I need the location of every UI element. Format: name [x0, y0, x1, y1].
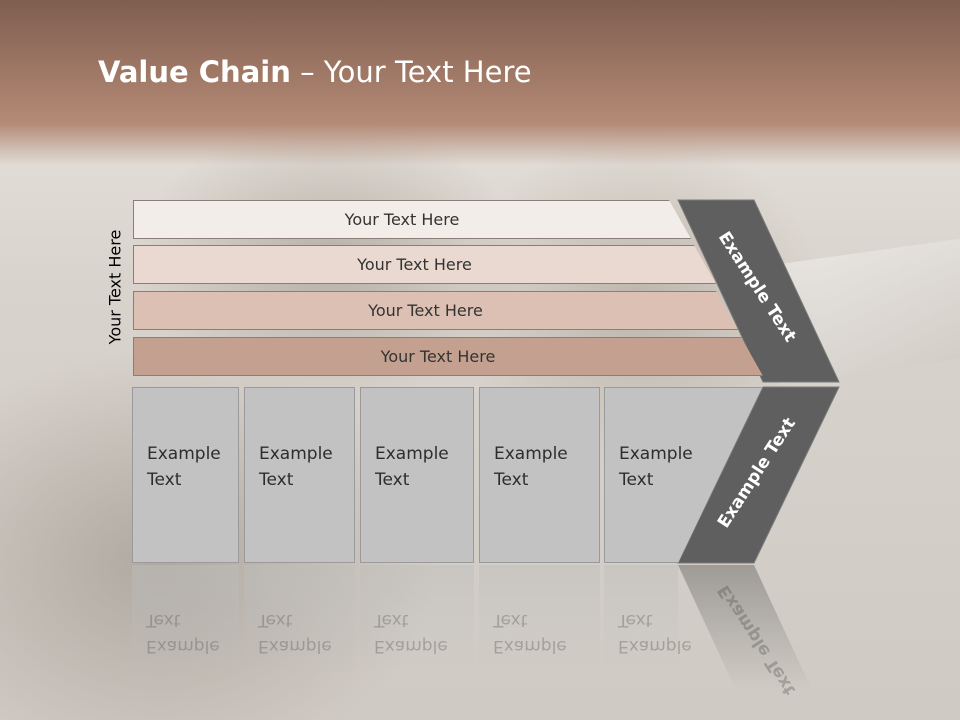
- column-label: Example Text: [619, 444, 693, 490]
- reflection-label: Example Text: [258, 610, 332, 656]
- title-band: [0, 0, 960, 165]
- reflection-label: Example Text: [374, 610, 448, 656]
- chevron-reflection: [678, 565, 812, 690]
- column-label: Example Text: [147, 444, 221, 490]
- column-reflection: Example Text: [244, 565, 355, 675]
- row-label: Your Text Here: [344, 210, 460, 229]
- column-label: Example Text: [259, 444, 333, 490]
- column-label: Example Text: [494, 444, 568, 490]
- title-bold: Value Chain: [98, 55, 291, 89]
- row-bar: Your Text Here: [133, 200, 691, 239]
- row-label: Your Text Here: [380, 347, 496, 366]
- column-reflection: Example Text: [479, 565, 600, 675]
- column-reflection: Example Text: [604, 565, 692, 675]
- column-reflection: Example Text: [360, 565, 474, 675]
- column-box: Example Text: [132, 387, 239, 563]
- row-bar: Your Text Here: [133, 337, 763, 376]
- row-bar: Your Text Here: [133, 291, 738, 330]
- chevron-bottom: [677, 386, 840, 564]
- row-bar: Your Text Here: [133, 245, 716, 284]
- reflection-label: Example Text: [618, 610, 692, 656]
- row-label: Your Text Here: [357, 255, 472, 274]
- column-box: Example Text: [479, 387, 600, 563]
- row-label: Your Text Here: [368, 301, 483, 320]
- slide-title: Value Chain – Your Text Here: [98, 55, 532, 89]
- column-box: Example Text: [360, 387, 474, 563]
- reflection-label: Example Text: [146, 610, 220, 656]
- column-label: Example Text: [375, 444, 449, 490]
- column-box: Example Text: [244, 387, 355, 563]
- chevron-top: [677, 199, 840, 383]
- title-rest: – Your Text Here: [290, 55, 532, 89]
- column-reflection: Example Text: [132, 565, 239, 675]
- reflection-label: Example Text: [493, 610, 567, 656]
